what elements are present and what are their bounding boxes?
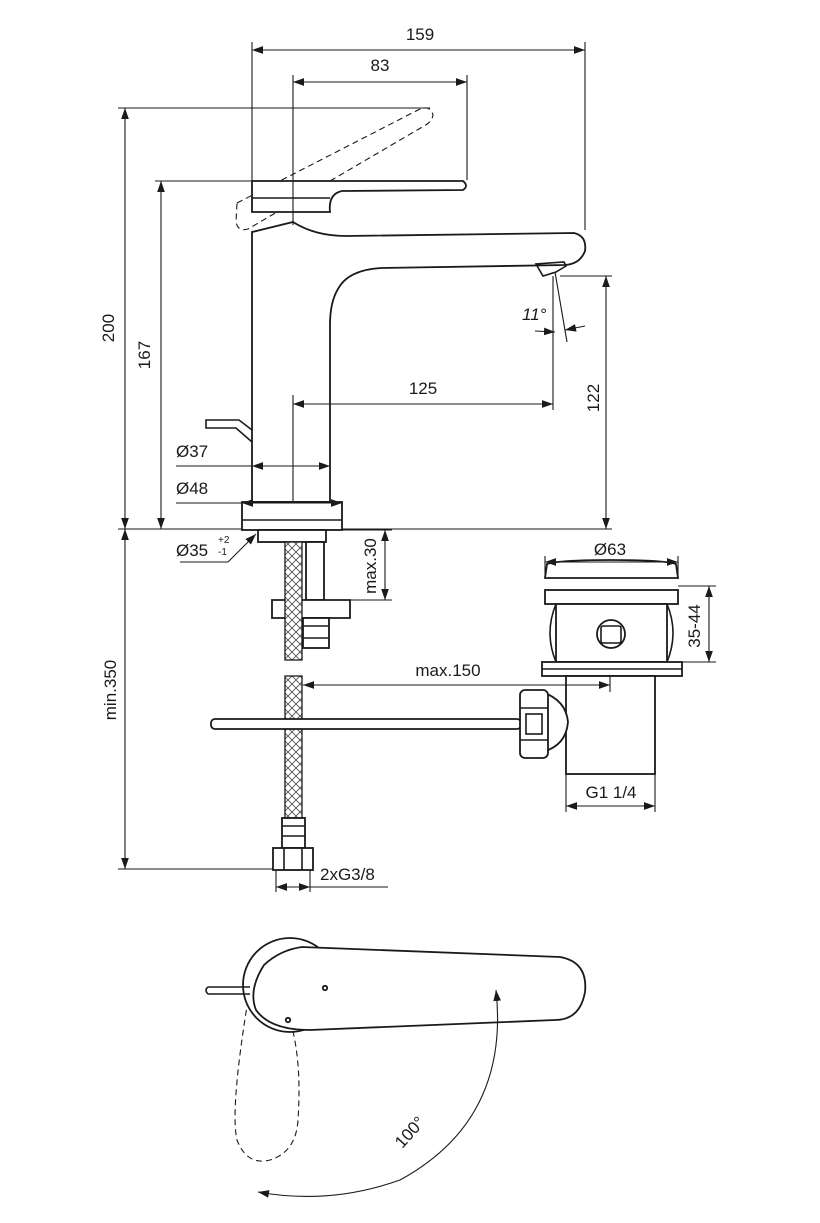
- faucet-side-view: [205, 107, 587, 649]
- label-spout-height: 122: [584, 384, 603, 412]
- label-lever-length: 83: [371, 56, 390, 75]
- dimension-lines: [118, 42, 716, 892]
- label-spout-angle: 11°: [522, 305, 547, 324]
- label-lever-rotation: 100°: [391, 1113, 429, 1152]
- faucet-base: [241, 501, 343, 531]
- label-min-hose: min.350: [101, 660, 120, 720]
- waste-slot: [596, 619, 626, 649]
- lever-stub: [205, 986, 250, 995]
- mounting-nut: [257, 529, 327, 543]
- popup-waste: [519, 559, 683, 775]
- pull-rod: [210, 718, 522, 730]
- label-lever-height: 167: [135, 341, 154, 369]
- pull-rod-clamp: [519, 689, 549, 759]
- label-max-deck: max.30: [361, 538, 380, 594]
- label-hole-tol-plus: +2: [218, 535, 230, 546]
- rotation-arc: [257, 989, 502, 1198]
- faucet-body: [251, 221, 587, 503]
- label-hole-tol-minus: -1: [218, 547, 227, 558]
- label-connection-thread: 2xG3/8: [320, 865, 375, 884]
- label-waste-diameter: Ø63: [594, 540, 626, 559]
- label-hole-diameter: Ø35: [176, 541, 208, 560]
- label-spout-reach: 125: [409, 379, 437, 398]
- label-pull-rod-max: max.150: [415, 661, 480, 680]
- label-base-diameter: Ø48: [176, 479, 208, 498]
- faucet-lever: [251, 180, 467, 213]
- fixing-bracket: [271, 599, 351, 619]
- spout-top-outline: [252, 946, 587, 1031]
- label-total-height: 200: [99, 314, 118, 342]
- hose-connector-nut: [272, 847, 314, 871]
- waste-cap: [543, 559, 680, 579]
- label-body-diameter: Ø37: [176, 442, 208, 461]
- faucet-top-view: [205, 937, 587, 1198]
- popup-knob: [205, 419, 253, 443]
- waste-body: [565, 675, 656, 775]
- supply-hose: [272, 541, 314, 871]
- label-waste-thread: G1 1/4: [585, 783, 636, 802]
- dimension-labels: 159 83 200 167 125 122 11° Ø37 Ø48 Ø35 +…: [99, 25, 704, 1152]
- aerator: [534, 261, 568, 277]
- label-total-length: 159: [406, 25, 434, 44]
- label-waste-range: 35-44: [685, 604, 704, 647]
